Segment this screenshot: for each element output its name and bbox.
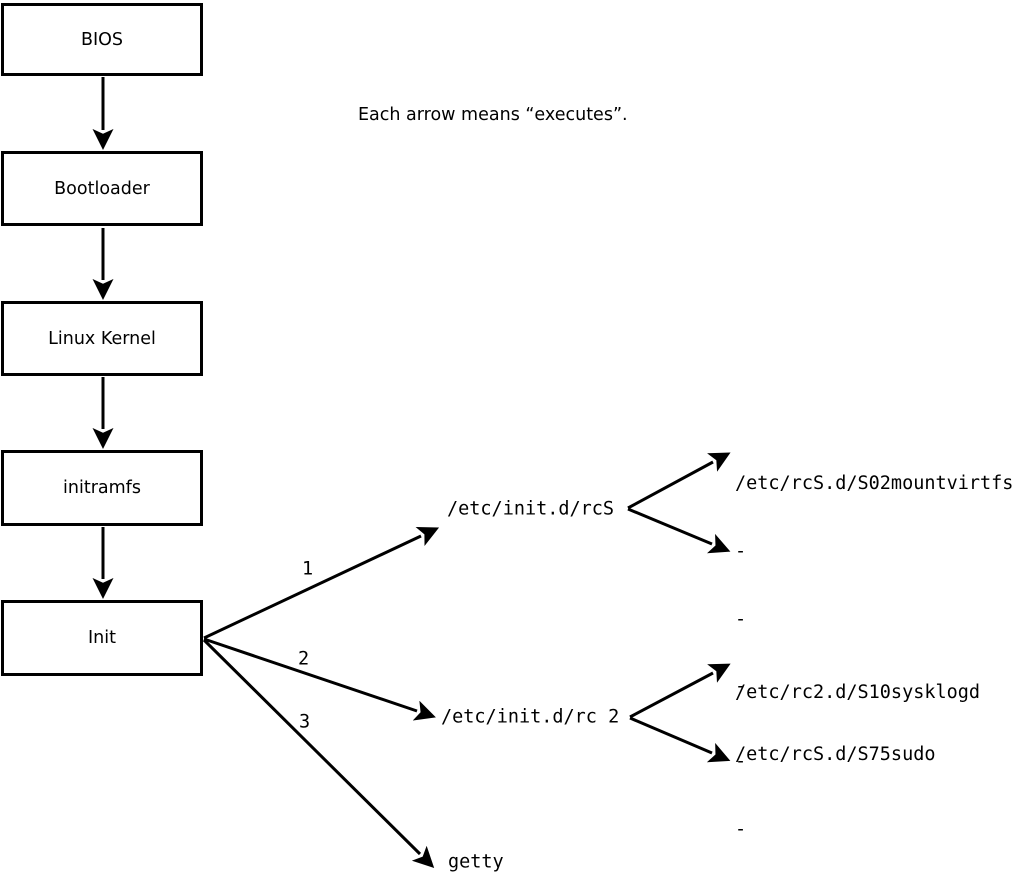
node-getty: getty	[448, 851, 504, 873]
arrow-rc2-to-s99gdm	[629, 716, 731, 763]
legend-note: Each arrow means “executes”.	[358, 105, 628, 125]
script-item: /etc/rcS.d/S75sudo	[735, 744, 936, 765]
node-etc-init-d-rc2: /etc/init.d/rc 2	[441, 706, 620, 728]
branch-2-number: 2	[298, 648, 310, 670]
arrow-rc2-to-s10sysklogd	[629, 663, 731, 719]
script-item: -	[735, 608, 747, 630]
arrow-rcS-to-s02mountvirtfs	[627, 452, 731, 510]
arrow-init-to-rc2	[203, 637, 436, 721]
script-item: /etc/rcS.d/S02mountvirtfs	[735, 473, 1014, 494]
node-bios: BIOS	[1, 3, 203, 76]
arrow-init-to-rcS	[203, 526, 440, 640]
node-init: Init	[1, 600, 203, 676]
rc2-scripts-list: /etc/rc2.d/S10sysklogd - - - /etc/rc2.d/…	[735, 638, 980, 875]
script-item: /etc/rc2.d/S10sysklogd	[735, 682, 981, 703]
node-etc-init-d-rcS: /etc/init.d/rcS	[447, 498, 615, 520]
node-initramfs: initramfs	[1, 450, 203, 526]
branch-1-number: 1	[302, 558, 314, 580]
script-item: -	[735, 540, 747, 562]
arrow-init-to-getty	[202, 638, 435, 869]
script-item: -	[735, 750, 747, 772]
node-linux-kernel: Linux Kernel	[1, 301, 203, 376]
arrow-rcS-to-s75sudo	[627, 507, 731, 554]
script-item: -	[735, 676, 747, 698]
branch-3-number: 3	[299, 711, 311, 733]
rcS-scripts-list: /etc/rcS.d/S02mountvirtfs - - - /etc/rcS…	[735, 429, 1013, 810]
script-item: -	[735, 819, 747, 840]
node-bootloader: Bootloader	[1, 151, 203, 226]
